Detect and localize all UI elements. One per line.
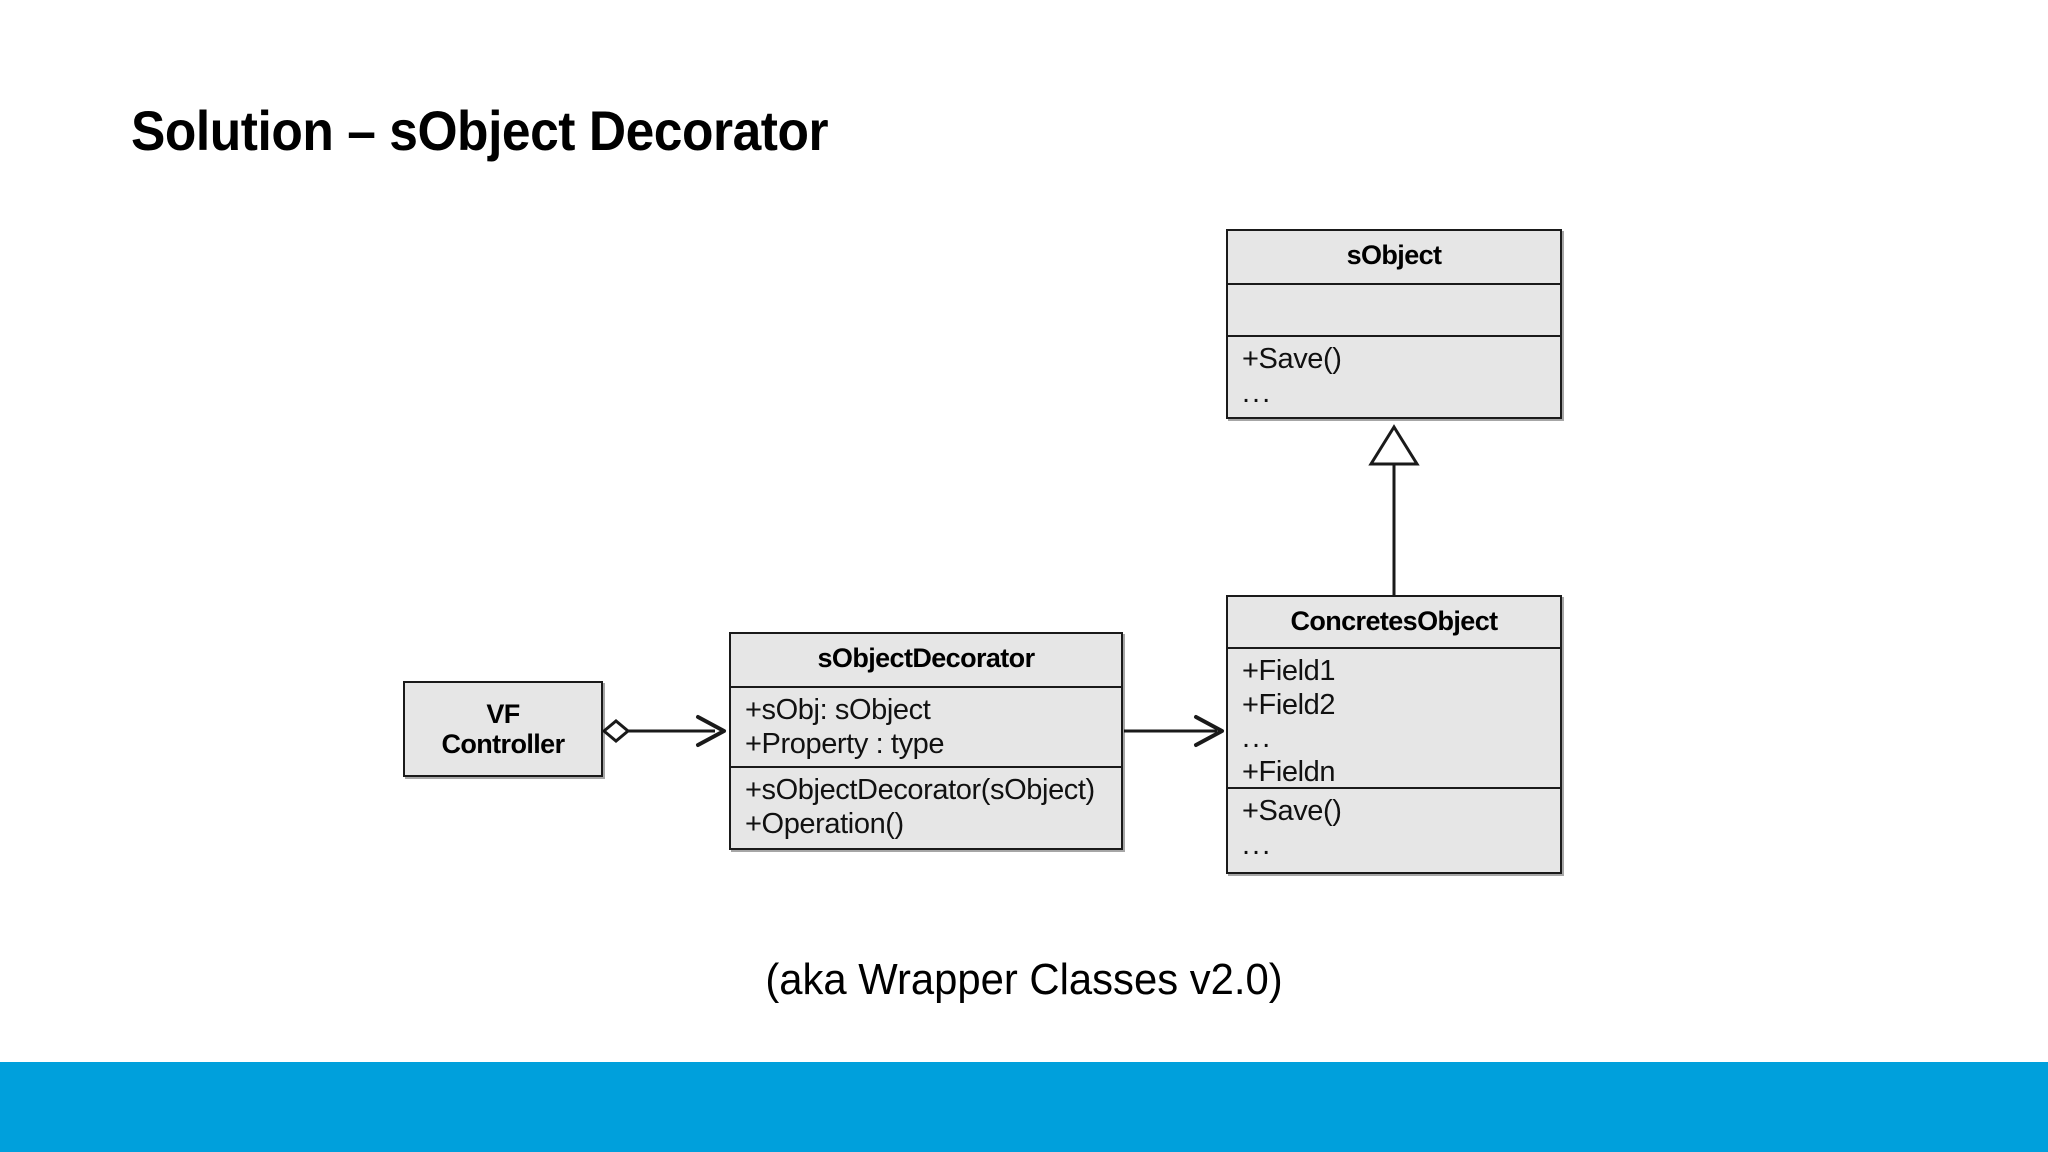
relation-aggregation <box>601 715 726 747</box>
uml-class-name: sObject <box>1346 240 1442 270</box>
uml-operations-compartment: +sObjectDecorator(sObject) +Operation() <box>731 766 1121 848</box>
uml-class-name: sObjectDecorator <box>817 643 1036 673</box>
uml-class-concretesobject[interactable]: ConcretesObject +Field1 +Field2 ... +Fie… <box>1226 595 1562 874</box>
relation-association <box>1124 715 1224 747</box>
uml-attributes-compartment: +sObj: sObject +Property : type <box>731 686 1121 766</box>
uml-operation-ellipsis: ... <box>1242 828 1273 861</box>
uml-class-vfcontroller[interactable]: VF Controller <box>403 681 603 777</box>
uml-attributes-compartment: +Field1 +Field2 ... +Fieldn <box>1228 647 1560 788</box>
uml-attribute: +Property : type <box>745 727 945 760</box>
uml-attribute-ellipsis: ... <box>1242 722 1273 755</box>
uml-attribute: +Fieldn <box>1242 755 1336 788</box>
uml-operation: +Operation() <box>745 807 904 840</box>
uml-attribute: +sObj: sObject <box>745 694 931 726</box>
uml-operations-compartment: +Save() ... <box>1228 335 1560 417</box>
footer-band <box>0 1062 2048 1152</box>
uml-operation-ellipsis: ... <box>1242 376 1273 409</box>
uml-attributes-compartment <box>1228 283 1560 335</box>
uml-operation: +sObjectDecorator(sObject) <box>745 774 1095 806</box>
uml-class-name-line1: VF <box>486 698 520 729</box>
page-title: Solution – sObject Decorator <box>131 99 829 162</box>
slide-caption: (aka Wrapper Classes v2.0) <box>765 955 1283 1004</box>
uml-class-name-line2: Controller <box>441 729 565 759</box>
uml-attribute: +Field1 <box>1242 655 1336 687</box>
uml-operation: +Save() <box>1242 795 1342 827</box>
uml-operation: +Save() <box>1242 343 1342 375</box>
uml-class-name: ConcretesObject <box>1290 606 1498 636</box>
relation-generalization <box>1368 424 1420 595</box>
uml-class-sobject[interactable]: sObject +Save() ... <box>1226 229 1562 419</box>
uml-class-name: VF Controller <box>405 683 601 775</box>
uml-operations-compartment: +Save() ... <box>1228 787 1560 872</box>
uml-class-sobjectdecorator[interactable]: sObjectDecorator +sObj: sObject +Propert… <box>729 632 1123 850</box>
uml-attribute: +Field2 <box>1242 688 1336 721</box>
